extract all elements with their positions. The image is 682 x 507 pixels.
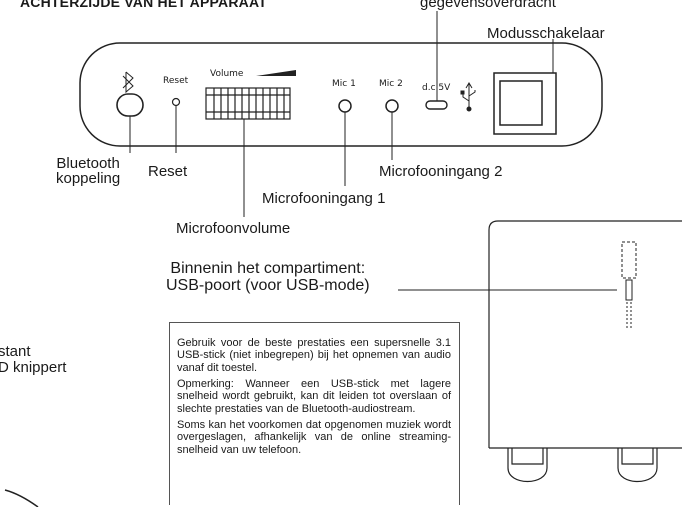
reset-callout: Reset (148, 163, 188, 180)
note-paragraph-2: Opmerking: Wanneer een USB-stick met lag… (177, 377, 451, 415)
bluetooth-button (116, 93, 144, 117)
side-clipped-line2: D knippert (0, 359, 67, 376)
mode-switch-knob (499, 80, 543, 126)
side-clipped-line1: stant (0, 343, 31, 360)
mode-switch-label: Modusschakelaar (487, 25, 605, 42)
usb-note-box: Gebruik voor de beste prestaties een sup… (169, 322, 460, 505)
compartment-caption: Binnenin het compartiment: USB-poort (vo… (166, 260, 370, 295)
panel-dc-label: d.c 5V (422, 83, 451, 93)
panel-mic2-label: Mic 2 (379, 79, 403, 89)
bluetooth-icon (122, 71, 134, 94)
mic-volume-callout: Microfoonvolume (176, 220, 291, 237)
device-panel (79, 42, 603, 147)
mic1-jack (338, 99, 352, 113)
volume-wheel (205, 87, 291, 120)
mode-switch-frame (493, 72, 557, 135)
reset-pinhole (171, 97, 181, 107)
panel-reset-label: Reset (163, 76, 189, 86)
data-transfer-label: gegevensoverdracht (420, 0, 556, 11)
panel-mic1-label: Mic 1 (332, 79, 356, 89)
compartment-housing (488, 220, 682, 482)
compartment-caption-line1: Binnenin het compartiment: (170, 260, 366, 277)
usb-stick-slot (621, 241, 637, 330)
left-foot (507, 448, 548, 482)
micro-usb-port (425, 100, 448, 110)
volume-ramp-icon (256, 70, 296, 76)
compartment-caption-line2: USB-poort (voor USB-mode) (166, 276, 370, 294)
note-paragraph-3: Soms kan het voorkomen dat opgenomen muz… (177, 418, 451, 456)
panel-volume-label: Volume (210, 69, 244, 79)
bluetooth-callout: Bluetooth koppeling (56, 156, 120, 186)
leader-lines (129, 11, 617, 291)
mic-input-2-callout: Microfooningang 2 (379, 163, 503, 180)
mic-input-1-callout: Microfooningang 1 (262, 190, 386, 207)
usb-icon (460, 82, 476, 112)
bluetooth-callout-line1: Bluetooth (56, 155, 120, 172)
bluetooth-callout-line2: koppeling (56, 170, 121, 187)
mic2-jack (385, 99, 399, 113)
cable-curve (4, 489, 39, 507)
panel-heading: ACHTERZIJDE VAN HET APPARAAT (20, 0, 267, 10)
right-foot (617, 448, 658, 482)
note-paragraph-1: Gebruik voor de beste prestaties een sup… (177, 337, 451, 374)
